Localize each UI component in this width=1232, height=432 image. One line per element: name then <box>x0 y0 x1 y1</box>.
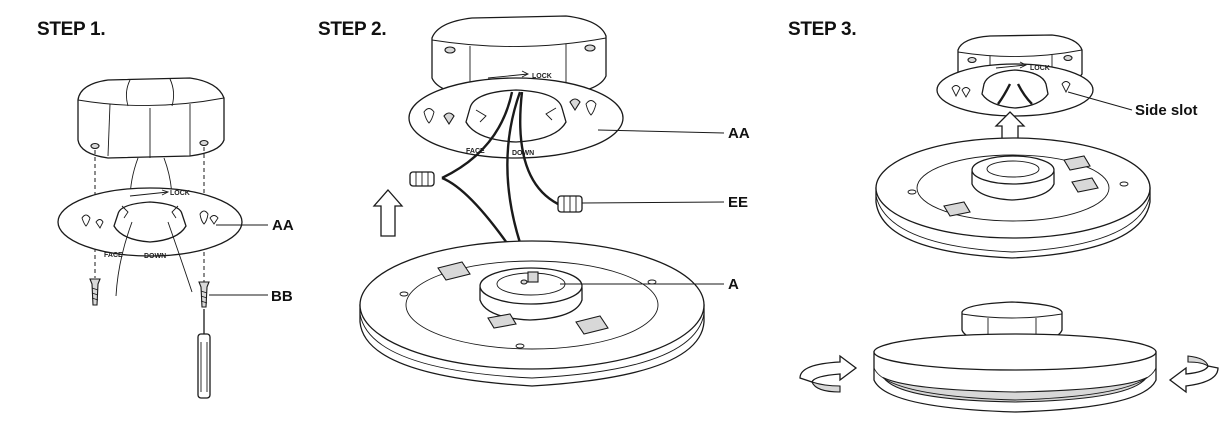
step1-screws <box>89 278 210 308</box>
step2-fixture <box>359 240 705 387</box>
callout-a: A <box>728 276 739 293</box>
step3-side-slot-leader <box>1067 91 1133 111</box>
step3-mounting-plate: LOCK <box>936 61 1094 117</box>
step-1-title: STEP 1. <box>37 19 106 40</box>
step-2-title: STEP 2. <box>318 19 387 40</box>
svg-text:LOCK: LOCK <box>170 190 190 197</box>
step3-fixture-side-view <box>873 301 1157 413</box>
step3-rotate-arrows <box>799 354 1219 394</box>
svg-text:LOCK: LOCK <box>1030 65 1050 72</box>
step2-mounting-plate: LOCK FACE DOWN <box>408 70 624 159</box>
step-3-title: STEP 3. <box>788 19 857 40</box>
svg-text:LOCK: LOCK <box>532 73 552 80</box>
svg-text:DOWN: DOWN <box>144 253 166 260</box>
step2-up-arrow <box>372 189 404 237</box>
step1-screwdriver <box>197 309 211 399</box>
callout-bb: BB <box>271 288 293 305</box>
callout-side-slot: Side slot <box>1135 102 1198 119</box>
step1-leaders <box>209 224 268 296</box>
step2-leaders <box>560 129 725 285</box>
step1-mounting-plate: LOCK FACE DOWN <box>57 187 243 297</box>
callout-ee: EE <box>728 194 749 211</box>
step3-fixture <box>875 137 1151 259</box>
svg-text:FACE: FACE <box>104 252 123 259</box>
callout-aa-step2: AA <box>728 125 750 142</box>
step2-wire-connectors <box>409 171 583 213</box>
step2-junction-box <box>431 15 607 97</box>
callout-aa-step1: AA <box>272 217 294 234</box>
svg-text:FACE: FACE <box>466 148 485 155</box>
